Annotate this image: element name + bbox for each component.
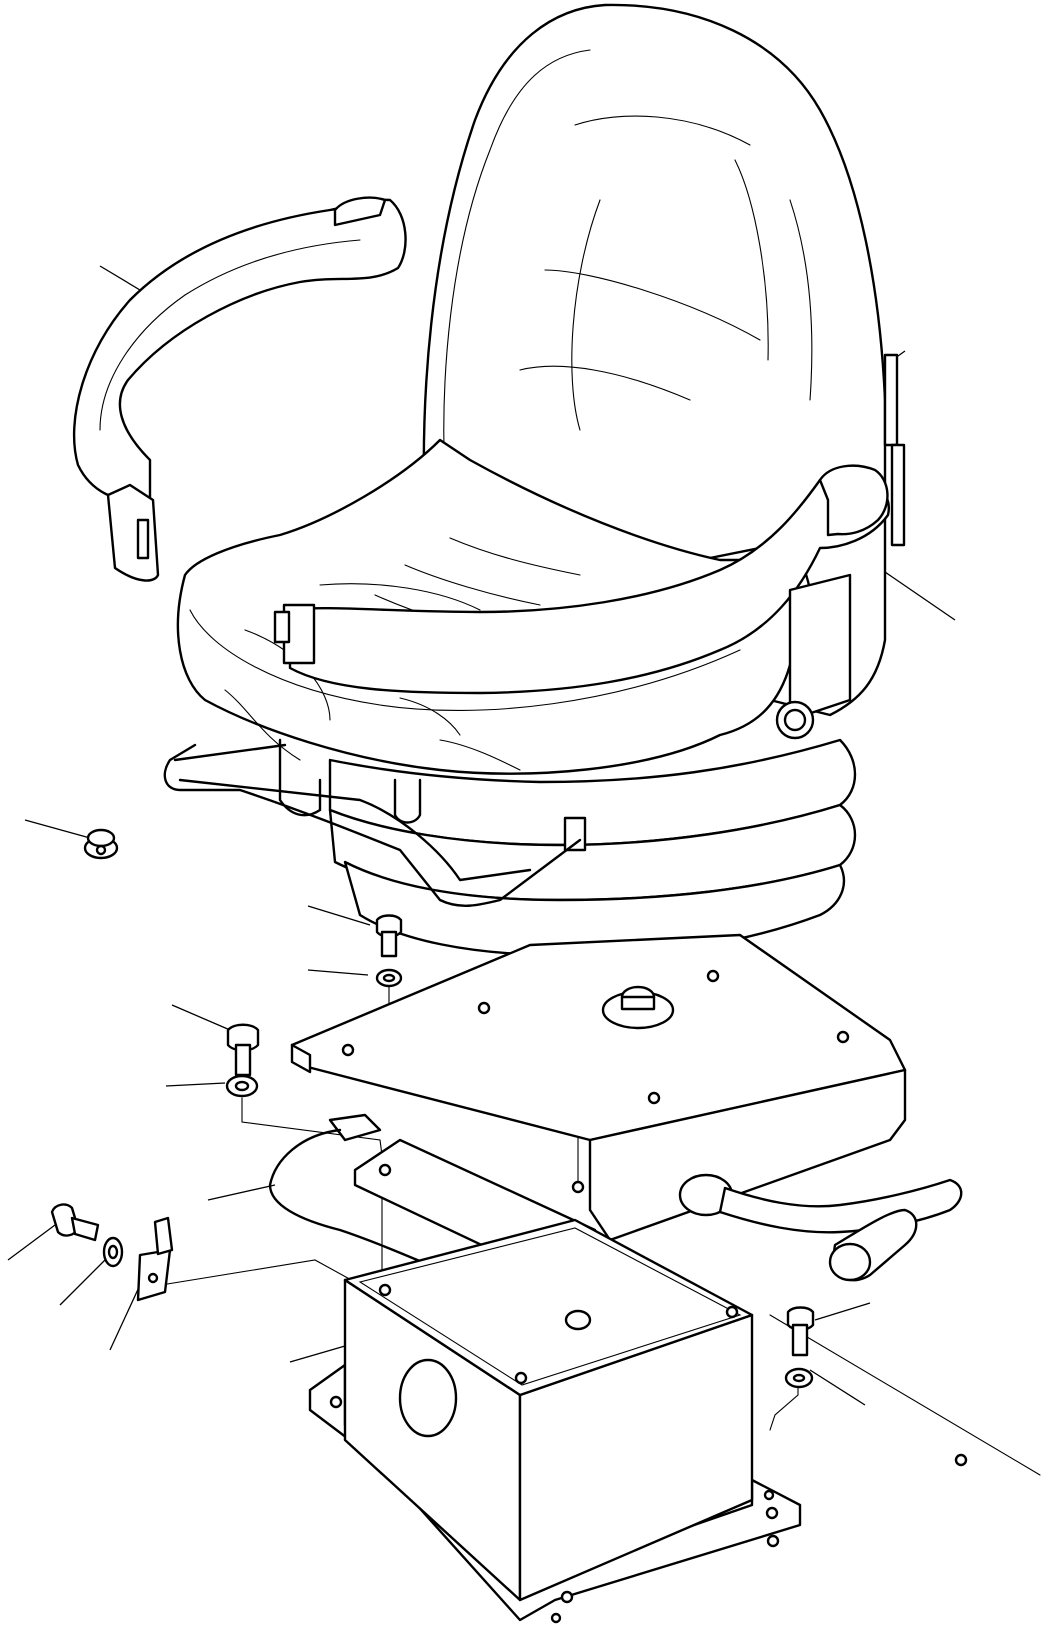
console-hole-3	[836, 1030, 850, 1044]
leader-bracket-washer	[59, 1259, 106, 1306]
cushion-seam-front	[189, 609, 741, 712]
base-box-top-inner	[358, 1227, 742, 1386]
leader-long-diagonal	[769, 1314, 1041, 1476]
console-hole-1	[477, 1001, 491, 1015]
armrest-left-buckle-slot	[136, 518, 150, 560]
leader-upper-bolt	[307, 905, 371, 926]
backrest-seam-bottom	[519, 365, 691, 401]
leader-bracket-clip	[109, 1284, 141, 1351]
base-box-hole-flange-1	[329, 1395, 343, 1409]
console-hole-5	[341, 1043, 355, 1057]
bracket-clip-hole	[147, 1272, 159, 1284]
leader-cap	[24, 819, 91, 839]
armrest-left-buckle	[106, 483, 160, 582]
base-box-hole-top-1	[378, 1283, 392, 1297]
upper-bolt-shank	[380, 930, 398, 958]
right-bolt-shank	[791, 1323, 809, 1357]
floor-hole-1	[766, 1534, 780, 1548]
leader-right-washer	[809, 1369, 866, 1406]
right-washer-hole	[792, 1373, 806, 1383]
base-box-hole-flange-2	[560, 1590, 574, 1604]
base-nut	[564, 1309, 592, 1331]
cushion-seam-3	[449, 537, 581, 576]
bracket-bolt-shank	[70, 1216, 100, 1242]
console-edge	[299, 1064, 591, 1141]
leader-side-bolt	[171, 1004, 231, 1031]
cushion-seam-4	[319, 583, 481, 611]
slide-rail-console	[290, 933, 907, 1242]
console-lip-left	[290, 1043, 312, 1074]
backrest-side-panel-lower	[890, 443, 906, 547]
backrest-side-panel-upper	[883, 353, 899, 447]
base-box-hole-flange-3	[765, 1506, 779, 1520]
cushion-seam-2	[404, 564, 541, 606]
armrest-right	[273, 464, 890, 695]
leader-bracket-bolt	[7, 1224, 56, 1261]
cushion-seam-8	[399, 697, 461, 736]
base-box-cable-hole	[398, 1358, 458, 1438]
backrest-seam-right-2	[789, 199, 813, 401]
upper-washer-hole	[382, 973, 396, 983]
slide-frame-rod-back	[173, 743, 287, 762]
cap-top	[86, 828, 116, 848]
leader-side-washer	[165, 1082, 226, 1087]
armrest-left	[72, 196, 407, 582]
backrest-inner-seam-left	[443, 49, 591, 481]
console-hole-4	[647, 1091, 661, 1105]
leader-upper-washer	[307, 969, 369, 976]
bracket-clip-tab	[153, 1216, 174, 1256]
leader-base-box	[289, 1345, 346, 1363]
armrest-right-buckle-tab	[273, 610, 291, 644]
handle-grip-end	[828, 1242, 872, 1282]
side-bolt-head	[226, 1023, 260, 1052]
bellows-latch	[563, 816, 587, 852]
adjust-handle	[678, 1173, 963, 1282]
seat-mechanism-housing	[788, 573, 852, 722]
slide-frame-rod-loop	[278, 738, 422, 824]
armrest-right-band	[288, 473, 890, 695]
slide-frame-rod-outer	[163, 743, 582, 907]
leader-clip-to-frame	[154, 1259, 356, 1287]
mount-plate-flap	[328, 1113, 382, 1142]
console-boss-neck	[620, 995, 656, 1011]
floor-hole-3	[550, 1612, 562, 1624]
seat-slide-frame	[163, 738, 582, 907]
axis-side-bolt	[241, 1097, 383, 1156]
armrest-left-end-pad	[333, 196, 387, 227]
base-box-hole-top-3	[725, 1305, 739, 1319]
armrest-left-inner-edge	[99, 239, 361, 431]
suspension-bellows	[328, 573, 857, 957]
console-hole-2	[706, 969, 720, 983]
upper-bolt-set	[375, 914, 403, 988]
right-bolt-set	[784, 1306, 815, 1389]
armrest-left-band	[72, 198, 407, 503]
base-box-hole-flange-4	[763, 1489, 775, 1501]
cushion-seam-7	[439, 739, 521, 771]
adjust-knob-inner	[783, 708, 807, 732]
bracket-washer-hole	[107, 1244, 119, 1260]
cap-hole	[95, 844, 107, 856]
side-washer-hole	[234, 1080, 250, 1092]
base-box-top	[343, 1218, 754, 1397]
bracket-fasteners	[50, 1203, 174, 1302]
backrest-seam-top	[574, 115, 751, 146]
mount-plate-hole-1	[378, 1163, 392, 1177]
console-hole-6	[571, 1180, 585, 1194]
leader-right-bolt	[814, 1302, 871, 1321]
base-box	[308, 1218, 968, 1624]
side-bolt-shank	[234, 1043, 252, 1077]
backrest-seam-lower	[544, 269, 761, 341]
side-bolt-set	[225, 1023, 260, 1098]
slide-frame-rod-inner	[178, 778, 532, 882]
leader-handle-frame	[207, 1184, 276, 1201]
backrest-seam-center-left	[571, 199, 601, 431]
base-box-hole-top-2	[514, 1371, 528, 1385]
armrest-right-end-pad	[818, 464, 889, 537]
floor-hole-2	[954, 1453, 968, 1467]
cushion-seam-6	[224, 689, 301, 761]
console-side	[588, 1068, 907, 1242]
backrest-seam-right	[734, 159, 769, 361]
cap-part	[83, 828, 119, 860]
